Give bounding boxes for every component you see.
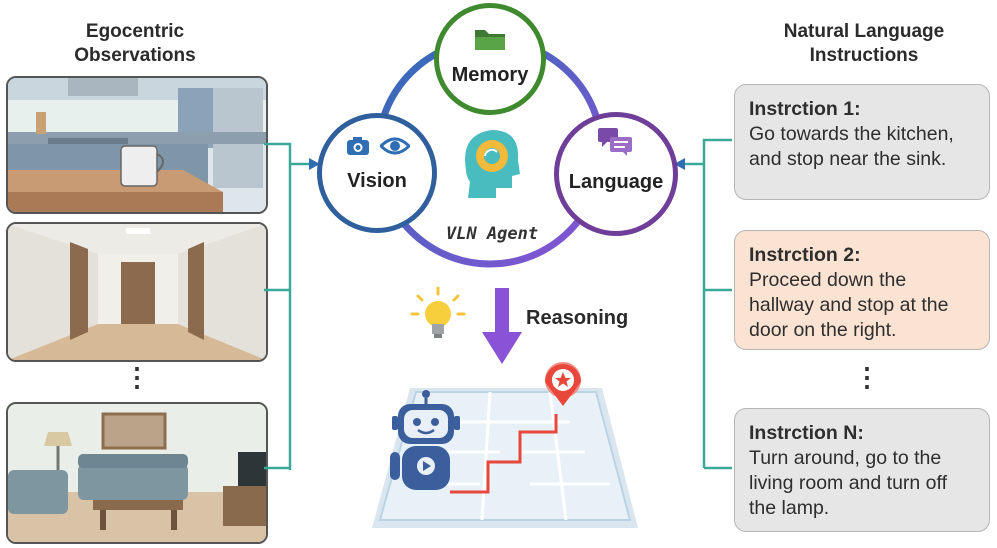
observation-hallway [6,222,268,362]
vision-label: Vision [347,170,407,192]
vision-node: Vision [317,113,437,233]
instruction-card-2: Instrction 2: Proceed down the hallway a… [734,230,990,350]
left-title-line-2: Observations [74,45,196,66]
language-label: Language [568,171,664,193]
left-connector [264,142,320,470]
left-title-line-1: Egocentric [85,21,185,42]
instruction-2-line-3: door on the right. [749,319,897,341]
instruction-2-title: Instrction 2: [749,244,861,266]
instruction-1-line-1: Go towards the kitchen, [749,123,954,145]
vln-agent-label: VLN Agent [446,224,539,244]
instruction-card-1: Instrction 1: Go towards the kitchen, an… [734,84,990,200]
instruction-n-line-3: the lamp. [749,497,830,519]
folder-icon [475,30,505,50]
instruction-n-line-2: living room and turn off [749,472,947,494]
left-column-title: Egocentric Observations [40,20,230,68]
robot-icon [390,390,460,490]
language-node: Language [554,112,678,236]
observations-ellipsis: ⋮ [124,362,150,392]
instruction-2-line-2: hallway and stop at the [749,294,949,316]
right-column-title: Natural Language Instructions [752,20,976,68]
observation-living-room [6,402,268,544]
lightbulb-icon [410,286,466,338]
kitchen-scene-image [8,78,266,212]
instructions-ellipsis: ⋮ [854,362,880,392]
brain-gear-icon [465,130,520,198]
observation-kitchen [6,76,268,214]
chat-icon [598,128,632,156]
living-room-scene-image [8,404,266,542]
navigation-map [372,362,638,528]
reasoning-label: Reasoning [526,307,629,329]
camera-icon [347,137,369,155]
instruction-1-title: Instrction 1: [749,98,861,120]
right-title-line-1: Natural Language [783,21,945,42]
hallway-scene-image [8,224,266,360]
right-title-line-2: Instructions [809,45,919,66]
instruction-n-line-1: Turn around, go to the [749,447,942,469]
instruction-1-line-2: and stop near the sink. [749,148,947,170]
instruction-n-title: Instrction N: [749,422,864,444]
memory-label: Memory [451,64,529,86]
reasoning-arrow [482,288,522,364]
right-connector [674,138,732,470]
instruction-2-line-1: Proceed down the [749,269,907,291]
instruction-card-n: Instrction N: Turn around, go to the liv… [734,408,990,532]
memory-node: Memory [434,3,546,115]
eye-icon [380,137,410,155]
